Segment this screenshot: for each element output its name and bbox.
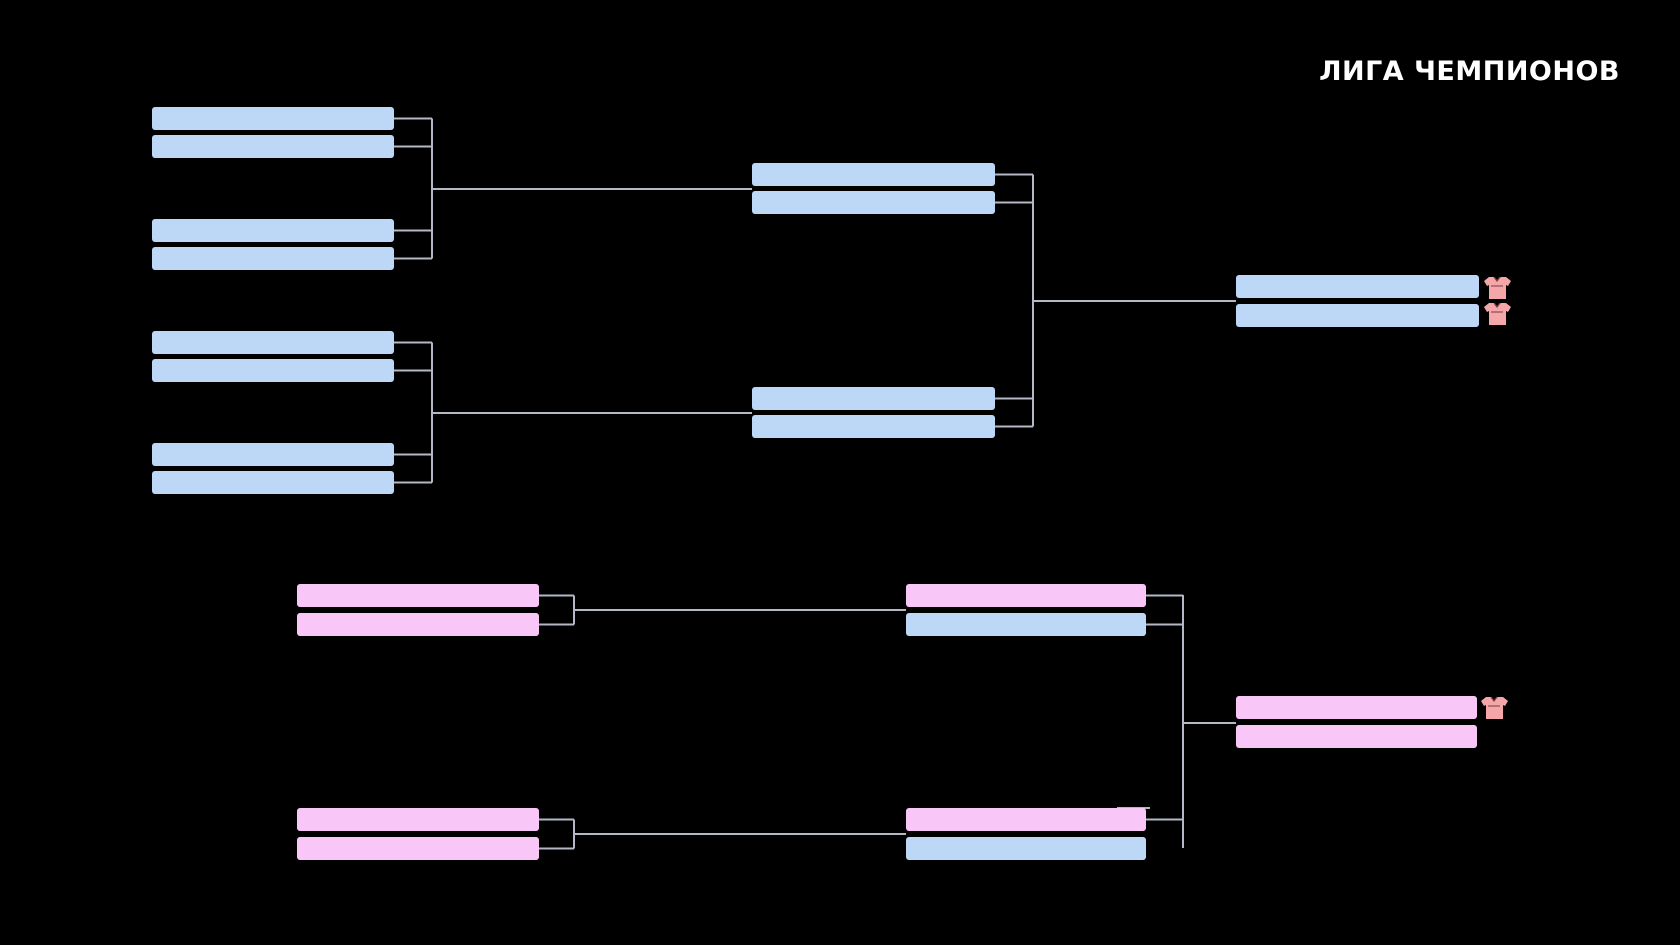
lower-final-slot[interactable] [1236,725,1477,748]
page-title: ЛИГА ЧЕМПИОНОВ [1319,56,1620,87]
lower-final-slot[interactable] [1236,696,1477,719]
upper-final-slot[interactable] [1236,304,1479,327]
upper-semi-slot[interactable] [752,415,995,438]
upper-r1-slot[interactable] [152,359,394,382]
lower-r1-slot[interactable] [297,613,539,636]
upper-r1-slot[interactable] [152,471,394,494]
winner-icons [1481,276,1511,719]
upper-r1-slot[interactable] [152,219,394,242]
upper-r1-slot[interactable] [152,443,394,466]
upper-semi-slot[interactable] [752,191,995,214]
bracket-connectors [394,117,1236,850]
upper-r1-slot[interactable] [152,135,394,158]
jersey-icon [1484,276,1511,299]
upper-semi-slot[interactable] [752,163,995,186]
bracket-slots [152,107,1479,860]
upper-semi-slot[interactable] [752,387,995,410]
upper-r1-slot[interactable] [152,107,394,130]
jersey-icon [1484,302,1511,325]
lower-r2-slot[interactable] [906,584,1146,607]
lower-r1-slot[interactable] [297,584,539,607]
lower-r2-slot[interactable] [906,837,1146,860]
lower-r1-slot[interactable] [297,808,539,831]
lower-r1-slot[interactable] [297,837,539,860]
upper-r1-slot[interactable] [152,247,394,270]
jersey-icon [1481,696,1508,719]
lower-r2-slot[interactable] [906,808,1146,831]
lower-r2-slot[interactable] [906,613,1146,636]
upper-final-slot[interactable] [1236,275,1479,298]
upper-r1-slot[interactable] [152,331,394,354]
